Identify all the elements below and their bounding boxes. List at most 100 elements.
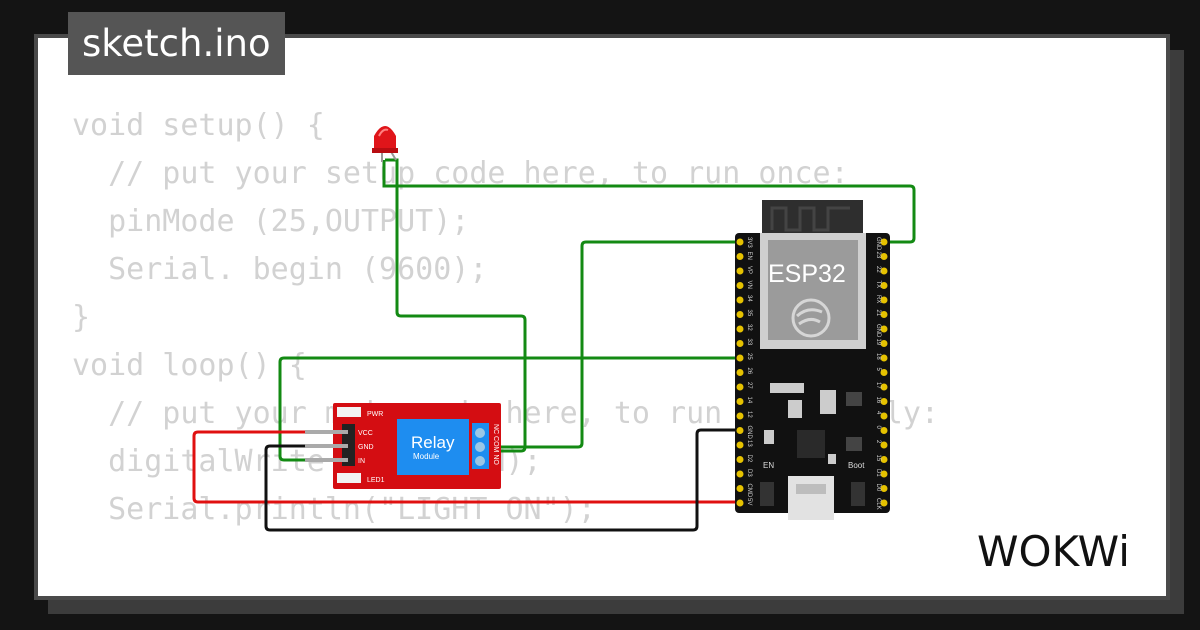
code-line: void loop() { bbox=[72, 348, 307, 383]
esp32-right-pin[interactable] bbox=[880, 398, 888, 405]
esp32-left-pin-label: 33 bbox=[746, 339, 752, 346]
relay-terminals: NC COM NO bbox=[492, 424, 499, 465]
esp32-left-pin[interactable] bbox=[736, 267, 744, 275]
relay-led-label: LED1 bbox=[367, 477, 385, 484]
code-line: Serial. begin (9600); bbox=[72, 252, 488, 287]
red-led[interactable] bbox=[372, 126, 398, 162]
esp32-left-pin-label: D2 bbox=[746, 455, 752, 463]
code-line: Serial.println("LIGHT ON"); bbox=[72, 492, 596, 527]
wire-relay-vcc-power bbox=[192, 430, 740, 504]
esp32-left-pin-label: 34 bbox=[746, 295, 752, 302]
esp32-left-pin[interactable] bbox=[736, 412, 744, 420]
boot-button-label: Boot bbox=[848, 461, 865, 470]
esp32-left-pin[interactable] bbox=[736, 340, 744, 347]
usb-port[interactable] bbox=[788, 476, 834, 520]
esp32-right-pin-label: 19 bbox=[875, 339, 881, 346]
esp32-right-pin[interactable] bbox=[880, 325, 888, 333]
esp32-right-pin[interactable] bbox=[880, 412, 888, 420]
esp32-right-pin[interactable] bbox=[880, 340, 888, 347]
esp32-left-pin-label: 27 bbox=[746, 382, 752, 389]
esp32-right-pin[interactable] bbox=[880, 253, 888, 260]
esp32-left-pin[interactable] bbox=[736, 369, 744, 376]
sketch-tab[interactable]: sketch.ino bbox=[68, 12, 285, 75]
esp32-left-pin-label: 25 bbox=[746, 353, 752, 360]
esp32-left-pin-label: D3 bbox=[746, 469, 752, 477]
esp32-left-pin[interactable] bbox=[736, 485, 744, 492]
esp32-right-pin-label: RX bbox=[875, 295, 881, 303]
wire-esp-gnd-to-led bbox=[382, 160, 916, 244]
esp32-right-pin[interactable] bbox=[880, 369, 888, 376]
esp32-left-pin-label: GND bbox=[746, 426, 752, 440]
esp32-right-pin[interactable] bbox=[880, 456, 888, 463]
esp32-right-pin-label: 18 bbox=[875, 353, 881, 360]
esp32-right-pin-label: 0 bbox=[875, 426, 881, 430]
esp32-left-pin[interactable] bbox=[736, 441, 744, 449]
relay-subtitle: Module bbox=[413, 452, 440, 461]
esp32-right-pin-label: 16 bbox=[875, 397, 881, 404]
esp32-left-pin[interactable] bbox=[736, 470, 744, 478]
esp32-right-pin-label: GND bbox=[875, 324, 881, 338]
wire-esp-25-to-relay-in bbox=[278, 356, 740, 462]
esp32-right-pin[interactable] bbox=[880, 282, 888, 289]
esp32-left-pin-label: VP bbox=[746, 266, 752, 274]
code-line: void setup() { bbox=[72, 108, 325, 143]
esp32-right-pin-label: 21 bbox=[875, 310, 881, 317]
esp32-right-pin[interactable] bbox=[880, 499, 888, 507]
esp32-left-pin[interactable] bbox=[736, 383, 744, 391]
esp32-left-pin-label: 12 bbox=[746, 411, 752, 418]
esp32-right-pin[interactable] bbox=[880, 427, 888, 434]
esp32-left-pin[interactable] bbox=[736, 427, 744, 434]
en-button-label: EN bbox=[763, 461, 774, 470]
esp32-right-pin[interactable] bbox=[880, 485, 888, 492]
esp32-left-pin-label: EN bbox=[746, 252, 752, 260]
esp32-right-pin[interactable] bbox=[880, 311, 888, 318]
esp32-left-pin-label: 13 bbox=[746, 440, 752, 447]
esp32-left-pin-label: 32 bbox=[746, 324, 752, 331]
esp32-left-pin[interactable] bbox=[736, 253, 744, 260]
esp32-board[interactable]: ESP32 EN Boot 3V3ENVPVN34353233252627141… bbox=[735, 200, 890, 520]
esp32-right-pin-label: 15 bbox=[875, 455, 881, 462]
wokwi-logo: WOKWi bbox=[977, 527, 1130, 576]
esp32-right-pin-label: 17 bbox=[875, 382, 881, 389]
esp32-left-pin-label: 3V3 bbox=[746, 237, 752, 248]
esp32-left-pin-label: 14 bbox=[746, 397, 752, 404]
esp32-left-pin[interactable] bbox=[736, 354, 744, 362]
esp32-right-pin[interactable] bbox=[880, 383, 888, 391]
esp32-right-pin[interactable] bbox=[880, 354, 888, 362]
esp32-right-pin[interactable] bbox=[880, 238, 888, 246]
esp32-right-pin[interactable] bbox=[880, 267, 888, 275]
esp32-left-pin-label: CMD bbox=[746, 484, 752, 498]
esp32-left-pin[interactable] bbox=[736, 296, 744, 304]
esp32-right-pin[interactable] bbox=[880, 470, 888, 478]
code-line: } bbox=[72, 300, 91, 335]
esp32-left-pin-label: 26 bbox=[746, 368, 752, 375]
relay-pin-gnd: GND bbox=[358, 444, 374, 451]
wire-esp-3v3-to-relay bbox=[484, 240, 740, 449]
esp32-left-pin[interactable] bbox=[736, 282, 744, 289]
relay-module[interactable]: PWR LED1 VCC GND IN Relay Module NC COM … bbox=[305, 403, 501, 489]
esp32-left-pin[interactable] bbox=[736, 499, 744, 507]
esp32-left-pin-label: VN bbox=[746, 281, 752, 289]
esp32-right-pin-label: 2 bbox=[875, 440, 881, 444]
relay-pwr-label: PWR bbox=[367, 411, 383, 418]
esp32-right-pin[interactable] bbox=[880, 296, 888, 304]
esp32-right-pin-label: D1 bbox=[875, 469, 881, 477]
esp32-right-pin-label: 23 bbox=[875, 252, 881, 259]
esp32-right-pin[interactable] bbox=[880, 441, 888, 449]
esp32-left-pin[interactable] bbox=[736, 398, 744, 405]
esp32-right-pin-label: 22 bbox=[875, 266, 881, 273]
esp32-right-pin-label: TX bbox=[875, 281, 881, 289]
esp32-right-pin-label: CLK bbox=[875, 498, 881, 510]
boot-button[interactable] bbox=[851, 482, 865, 506]
esp32-left-pin-label: 35 bbox=[746, 310, 752, 317]
esp32-left-pin[interactable] bbox=[736, 325, 744, 333]
relay-pin-vcc: VCC bbox=[358, 430, 373, 437]
esp32-left-pin[interactable] bbox=[736, 238, 744, 246]
esp32-left-pin[interactable] bbox=[736, 311, 744, 318]
espressif-logo-icon bbox=[791, 298, 831, 338]
esp32-left-pin[interactable] bbox=[736, 456, 744, 463]
en-button[interactable] bbox=[760, 482, 774, 506]
wire-relay-gnd bbox=[264, 428, 740, 532]
esp32-right-pin-label: D0 bbox=[875, 484, 881, 492]
